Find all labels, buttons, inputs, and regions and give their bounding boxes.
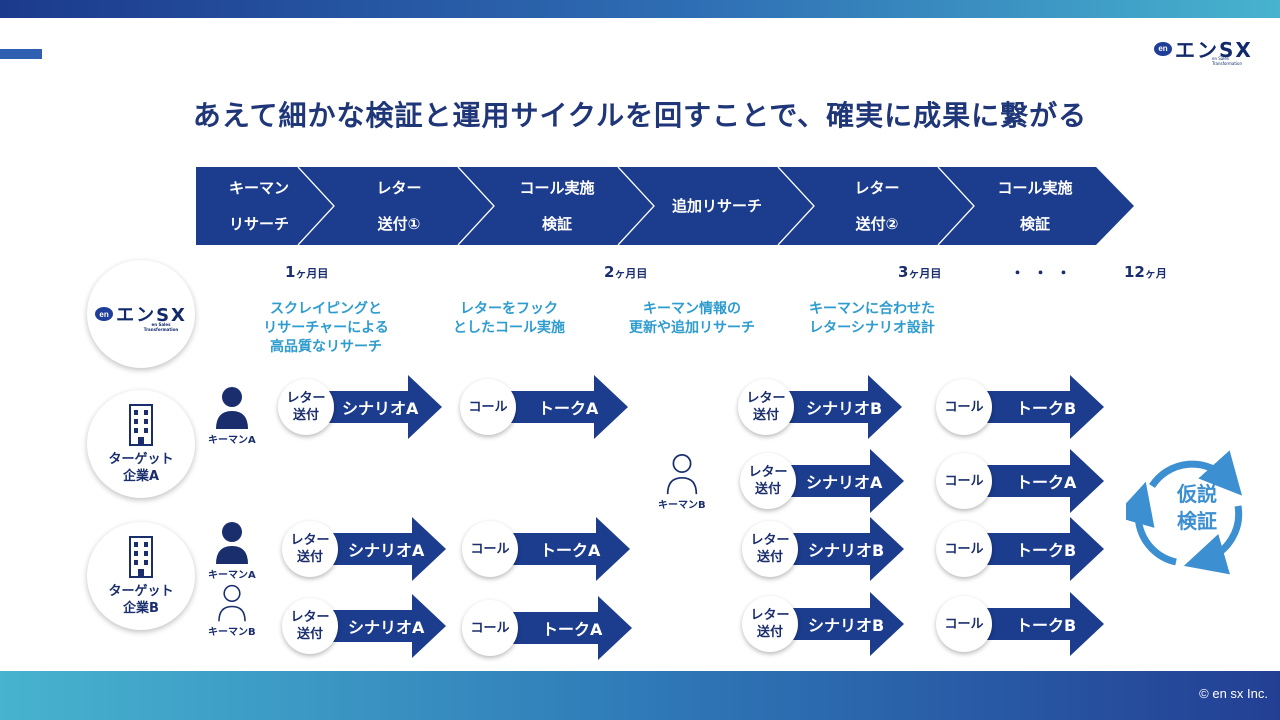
circle-logo: en エンSX en Sales Transformation <box>95 301 187 332</box>
step-additional-research: 追加リサーチ <box>654 167 780 245</box>
letter-badge: レター送付 <box>278 379 334 435</box>
person-outline-icon <box>217 584 246 622</box>
step-call-verify-2: コール実施 検証 <box>972 167 1098 245</box>
month-2: 2ヶ月目 <box>604 263 648 281</box>
scenario-label: シナリオA <box>342 399 419 418</box>
letter-badge: レター送付 <box>282 521 338 577</box>
company-label: ターゲット <box>108 452 174 467</box>
accent-bar <box>0 49 42 59</box>
description-research: スクレイピングとリサーチャーによる高品質なリサーチ <box>263 301 389 355</box>
scenario-label: シナリオA <box>348 541 425 560</box>
step-line2: 検証 <box>541 215 572 233</box>
logo-word: エンSX <box>116 305 187 326</box>
talk-label: トークA <box>540 541 601 560</box>
scenario-label: シナリオA <box>348 618 425 637</box>
building-icon <box>129 404 153 446</box>
chevron-separator <box>617 167 655 245</box>
chevron-separator <box>777 167 815 245</box>
chevron-separator <box>457 167 495 245</box>
step-line2: 送付① <box>377 215 421 233</box>
description-update-research: キーマン情報の更新や追加リサーチ <box>629 301 755 336</box>
scenario-label: シナリオB <box>808 616 885 635</box>
talk-label: トークB <box>1016 616 1077 635</box>
call-badge: コール <box>462 521 518 577</box>
company-name: 企業A <box>122 469 160 484</box>
process-bar <box>196 167 1134 245</box>
keyman-b-figure: キーマンB <box>208 583 256 638</box>
talk-label: トークA <box>538 399 599 418</box>
talk-label: トークB <box>1016 399 1077 418</box>
description-scenario-design: キーマンに合わせたレターシナリオ設計 <box>809 301 935 336</box>
copyright: © en sx Inc. <box>1199 686 1268 701</box>
target-company-b: ターゲット 企業B <box>87 522 195 630</box>
scenario-label: シナリオA <box>806 473 883 492</box>
letter-badge: レター送付 <box>742 596 798 652</box>
keyman-a-figure: キーマンA <box>208 520 256 581</box>
company-name: 企業B <box>123 601 159 616</box>
chevron-separator <box>297 167 335 245</box>
target-company-a: ターゲット 企業A <box>87 390 195 498</box>
step-letter-1: レター 送付① <box>336 167 462 245</box>
letter-badge: レター送付 <box>738 379 794 435</box>
letter-badge: レター送付 <box>742 521 798 577</box>
call-badge: コール <box>936 521 992 577</box>
step-line1: レター <box>854 179 900 197</box>
logo-mark: en <box>1154 41 1172 56</box>
step-keyman-research: キーマン リサーチ <box>196 167 322 245</box>
letter-badge: レター送付 <box>740 453 796 509</box>
letter-badge: レター送付 <box>282 598 338 654</box>
scenario-label: シナリオB <box>806 399 883 418</box>
step-line2: 検証 <box>1019 215 1050 233</box>
logo-sub: en Sales Transformation <box>1212 56 1243 66</box>
bottom-gradient-bar <box>0 671 1280 720</box>
month-12: 12ヶ月 <box>1124 263 1167 281</box>
logo-mark: en <box>95 307 114 321</box>
step-line1: コール実施 <box>997 179 1073 197</box>
person-outline-icon <box>666 454 698 495</box>
talk-label: トークB <box>1016 541 1077 560</box>
timeline-dots: ・・・ <box>1010 264 1080 282</box>
call-badge: コール <box>936 453 992 509</box>
building-icon <box>129 536 153 578</box>
call-badge: コール <box>936 596 992 652</box>
step-call-verify-1: コール実施 検証 <box>494 167 620 245</box>
page-title: あえて細かな検証と運用サイクルを回すことで、確実に成果に繋がる <box>192 99 1088 132</box>
top-gradient-bar <box>0 0 1280 18</box>
step-line2: 送付② <box>855 215 899 233</box>
header-logo: en エンSX en Sales Transformation <box>1154 34 1253 66</box>
call-badge: コール <box>462 600 518 656</box>
scenario-label: シナリオB <box>808 541 885 560</box>
month-1: 1ヶ月目 <box>285 263 329 281</box>
ensx-logo-circle: en エンSX en Sales Transformation <box>87 260 195 368</box>
talk-label: トークA <box>542 620 603 639</box>
step-line1: キーマン <box>228 179 289 197</box>
description-letter-call: レターをフックとしたコール実施 <box>453 301 565 336</box>
logo-word: エンSX <box>1175 38 1253 62</box>
logo-sub: en Sales Transformation <box>143 322 179 332</box>
hypothesis-verification-label: 仮説 検証 <box>1177 482 1217 533</box>
company-label: ターゲット <box>108 584 174 599</box>
month-3: 3ヶ月目 <box>898 263 942 281</box>
chevron-separator <box>937 167 975 245</box>
call-badge: コール <box>460 379 516 435</box>
person-filled-icon <box>215 522 248 564</box>
keyman-a-figure: キーマンA <box>208 385 256 446</box>
step-letter-2: レター 送付② <box>814 167 940 245</box>
step-line2: リサーチ <box>228 215 289 233</box>
talk-label: トークA <box>1016 473 1077 492</box>
cycle-arrows-icon <box>1126 450 1243 575</box>
call-badge: コール <box>936 379 992 435</box>
person-filled-icon <box>215 387 248 429</box>
step-line1: 追加リサーチ <box>671 197 762 215</box>
keyman-b-figure: キーマンB <box>658 452 706 511</box>
step-line1: レター <box>376 179 422 197</box>
step-line1: コール実施 <box>519 179 595 197</box>
